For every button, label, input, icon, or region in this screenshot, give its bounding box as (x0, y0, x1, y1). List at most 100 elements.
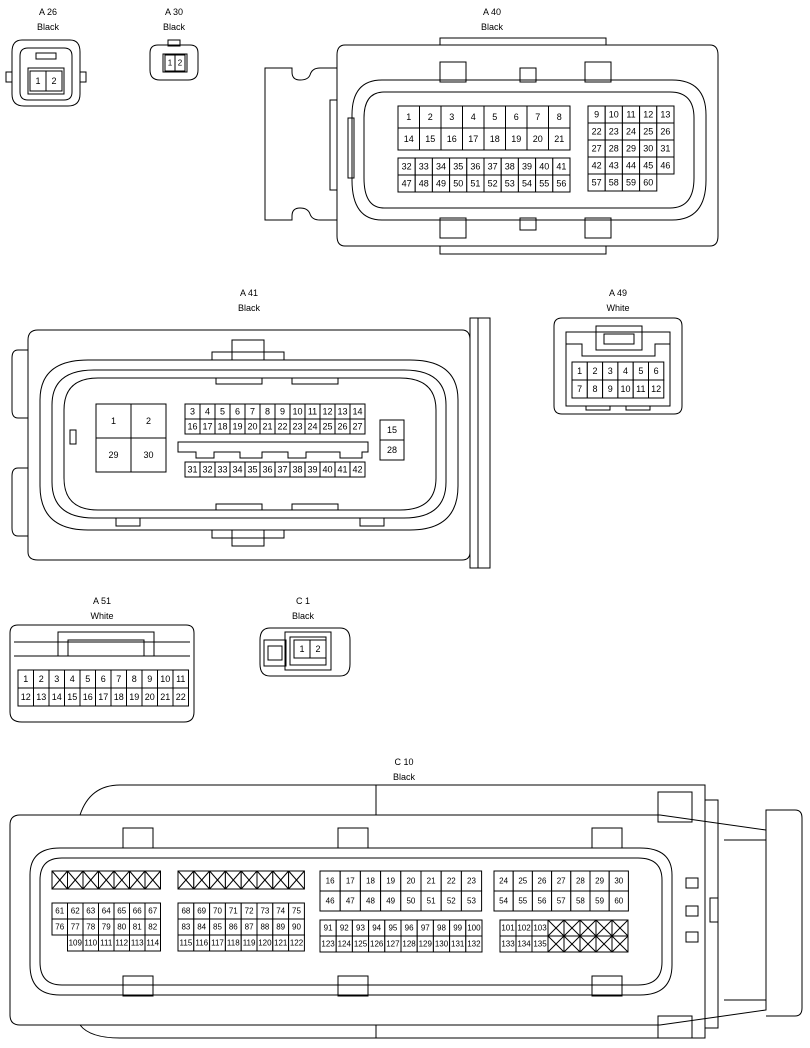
pin-cell: 30 (639, 139, 658, 158)
pin-cell: 26 (334, 418, 351, 435)
pin-cell: 47 (397, 174, 416, 193)
pin-number: 38 (292, 465, 302, 475)
pin-number: 94 (372, 924, 381, 933)
pin-number: 80 (117, 923, 126, 932)
pin-number: 2 (51, 76, 56, 86)
pin-number: 79 (102, 923, 111, 932)
pin-cell: 118 (224, 934, 242, 952)
pin-cell: 6 (95, 669, 112, 689)
pin-number: 22 (447, 877, 456, 886)
pin-cell: 53 (500, 174, 519, 193)
pin-cell: 17 (95, 687, 112, 707)
pin-number: 29 (626, 144, 636, 154)
pin-cell: 58 (604, 173, 623, 192)
pin-cell-empty (288, 870, 305, 890)
pin-number: 26 (660, 127, 670, 137)
pin-number: 17 (202, 422, 212, 432)
pin-cell: 17 (199, 418, 216, 435)
pin-cell: 22 (274, 418, 291, 435)
pin-cell-empty (272, 870, 290, 890)
connector-c10-housing (9, 784, 803, 1039)
pin-number: 83 (181, 923, 190, 932)
pin-cell: 4 (64, 669, 81, 689)
pin-number: 45 (643, 161, 653, 171)
pin-number: 10 (621, 384, 631, 394)
pin-cell: 9 (602, 379, 619, 399)
pin-cell: 54 (517, 174, 537, 193)
pin-number: 25 (518, 877, 527, 886)
pin-cell: 37 (274, 461, 291, 478)
pin-number: 23 (292, 422, 302, 432)
pin-number: 22 (176, 692, 186, 702)
pin-cell: 113 (129, 934, 146, 952)
pin-cell: 59 (589, 890, 610, 912)
pin-cell: 111 (98, 934, 115, 952)
pin-number: 21 (160, 692, 170, 702)
pin-cell-empty (209, 870, 226, 890)
connector-a41-housing (11, 317, 491, 569)
pin-number: 1 (111, 416, 116, 426)
pin-cell: 1 (571, 361, 588, 381)
pin-number: 17 (98, 692, 108, 702)
pin-cell: 83 (177, 918, 195, 936)
label-c10-color: Black (392, 772, 415, 782)
pin-number: 27 (557, 877, 566, 886)
label-c10-name: C 10 (394, 757, 414, 767)
pin-cell-empty (547, 919, 565, 937)
pin-cell: 48 (414, 174, 433, 193)
pin-cell: 6 (229, 403, 246, 420)
pin-number: 57 (557, 897, 566, 906)
pin-number: 101 (501, 924, 515, 933)
pin-number: 5 (638, 366, 643, 376)
pin-number: 77 (71, 923, 80, 932)
pin-cell: 125 (351, 935, 370, 953)
pin-cell: 1 (293, 639, 311, 659)
pin-number: 50 (406, 897, 415, 906)
pin-cell: 35 (244, 461, 261, 478)
pin-cell: 48 (359, 890, 382, 912)
pin-cell: 60 (608, 890, 629, 912)
pin-cell: 18 (110, 687, 127, 707)
pin-cell: 86 (224, 918, 242, 936)
pin-number: 35 (453, 162, 463, 172)
pin-number: 51 (470, 179, 480, 189)
pin-number: 7 (116, 674, 121, 684)
pin-cell: 54 (493, 890, 514, 912)
pin-number: 127 (386, 940, 400, 949)
pin-number: 36 (470, 162, 480, 172)
pin-number: 78 (86, 923, 95, 932)
pin-cell: 11 (632, 379, 650, 399)
pin-number: 5 (492, 112, 497, 122)
pin-cell: 128 (400, 935, 418, 953)
pin-cell: 3 (184, 403, 201, 420)
pin-cell: 58 (570, 890, 591, 912)
pin-cell: 15 (64, 687, 81, 707)
pin-cell: 97 (416, 919, 434, 937)
pin-number: 71 (229, 907, 238, 916)
pin-cell: 55 (535, 174, 554, 193)
pin-number: 8 (592, 384, 597, 394)
pin-cell: 42 (349, 461, 366, 478)
pin-cell: 7 (526, 105, 549, 129)
pin-cell: 65 (113, 902, 130, 920)
pin-cell: 10 (604, 105, 623, 124)
pin-cell: 33 (414, 157, 433, 176)
pin-cell: 27 (551, 870, 572, 892)
pin-cell: 114 (144, 934, 161, 952)
pin-number: 8 (132, 674, 137, 684)
pin-cell: 122 (288, 934, 305, 952)
pin-cell: 84 (193, 918, 211, 936)
pin-cell: 11 (304, 403, 321, 420)
pin-number: 41 (337, 465, 347, 475)
pin-number: 68 (181, 907, 190, 916)
pin-number: 135 (533, 940, 547, 949)
pin-number: 13 (337, 407, 347, 417)
pin-number: 2 (146, 416, 151, 426)
pin-number: 20 (247, 422, 257, 432)
pin-cell: 117 (209, 934, 226, 952)
pin-number: 128 (402, 940, 416, 949)
pin-cell: 1 (29, 70, 47, 92)
pin-cell: 13 (33, 687, 50, 707)
pin-cell: 73 (256, 902, 274, 920)
pin-number: 57 (592, 178, 602, 188)
